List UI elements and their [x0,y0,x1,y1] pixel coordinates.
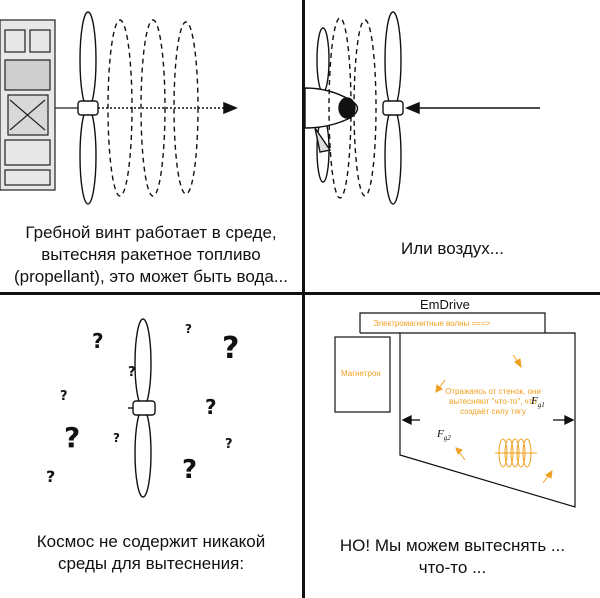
question-mark: ? [60,389,68,404]
emdrive-diagram [334,312,576,508]
panel4-caption: НО! Мы можем вытеснять ... что-то ... [305,535,600,579]
force-subscript: g1 [537,401,545,410]
question-mark: ? [205,395,217,419]
panel-space-no-medium: ? ? ? ? ? ? ? ? ? ? ? Космос не содержит… [0,295,302,598]
question-mark: ? [225,437,233,452]
lonely-propeller-illustration [128,318,156,498]
reflection-arrows [435,354,553,484]
panel-emdrive: EmDrive [305,295,600,598]
flow-helix [107,19,199,197]
question-mark: ? [128,365,136,380]
airplane-nose-drawing [305,87,359,153]
boat-engine-drawing [0,19,78,191]
force-label-1: Fg1 [531,395,545,409]
reflection-line: вытесняют "что-то", что [449,397,537,406]
question-mark: ? [113,431,120,445]
horizontal-divider [0,292,600,295]
plane-propeller-illustration [305,11,540,205]
emdrive-outline [334,312,576,508]
panel-propeller-in-water: Гребной винт работает в среде, вытесняя … [0,0,302,292]
caption-line: вытесняя ракетное топливо [41,245,261,264]
force-symbol: F [437,428,444,440]
question-mark: ? [222,331,240,366]
force-symbol: F [531,395,538,407]
reflection-line: Отражаясь от стенок, они [445,387,541,396]
question-mark: ? [46,467,56,486]
caption-line: Или воздух... [401,239,504,258]
question-mark: ? [182,455,198,485]
force-label-2: Fg2 [437,428,451,442]
force-arrows [401,414,575,426]
magnetron-label: Магнетрон [341,369,381,378]
reflection-line: создаёт силу тягу [460,407,526,416]
question-mark: ? [185,322,192,336]
question-mark: ? [64,421,81,454]
caption-line: (propellant), это может быть вода... [13,267,289,286]
question-mark: ? [92,329,104,353]
caption-line: НО! Мы можем вытеснять ... [339,536,566,555]
coil-icon [495,438,537,468]
panel2-caption: Или воздух... [305,238,600,260]
waves-label: Электромагнитные волны ===> [373,319,491,328]
caption-line: Космос не содержит никакой [36,532,266,551]
panel1-caption: Гребной винт работает в среде, вытесняя … [0,222,302,288]
incoming-air-arrow [405,101,540,115]
panel-propeller-in-air: Или воздух... [305,0,600,292]
thrust-arrow [98,101,238,115]
propeller [128,318,156,498]
caption-line: среды для вытеснения: [57,554,245,573]
propeller [382,11,404,205]
caption-line: Гребной винт работает в среде, [25,223,277,242]
emdrive-title: EmDrive [420,297,470,312]
boat-propeller-illustration [0,11,238,205]
air-helix [328,17,377,199]
force-subscript: g2 [443,434,451,443]
propeller [77,11,99,205]
caption-line: что-то ... [418,558,487,577]
panel3-caption: Космос не содержит никакой среды для выт… [0,531,302,575]
reflection-text: Отражаясь от стенок, они вытесняют "что-… [423,387,563,417]
vertical-divider [302,0,305,598]
